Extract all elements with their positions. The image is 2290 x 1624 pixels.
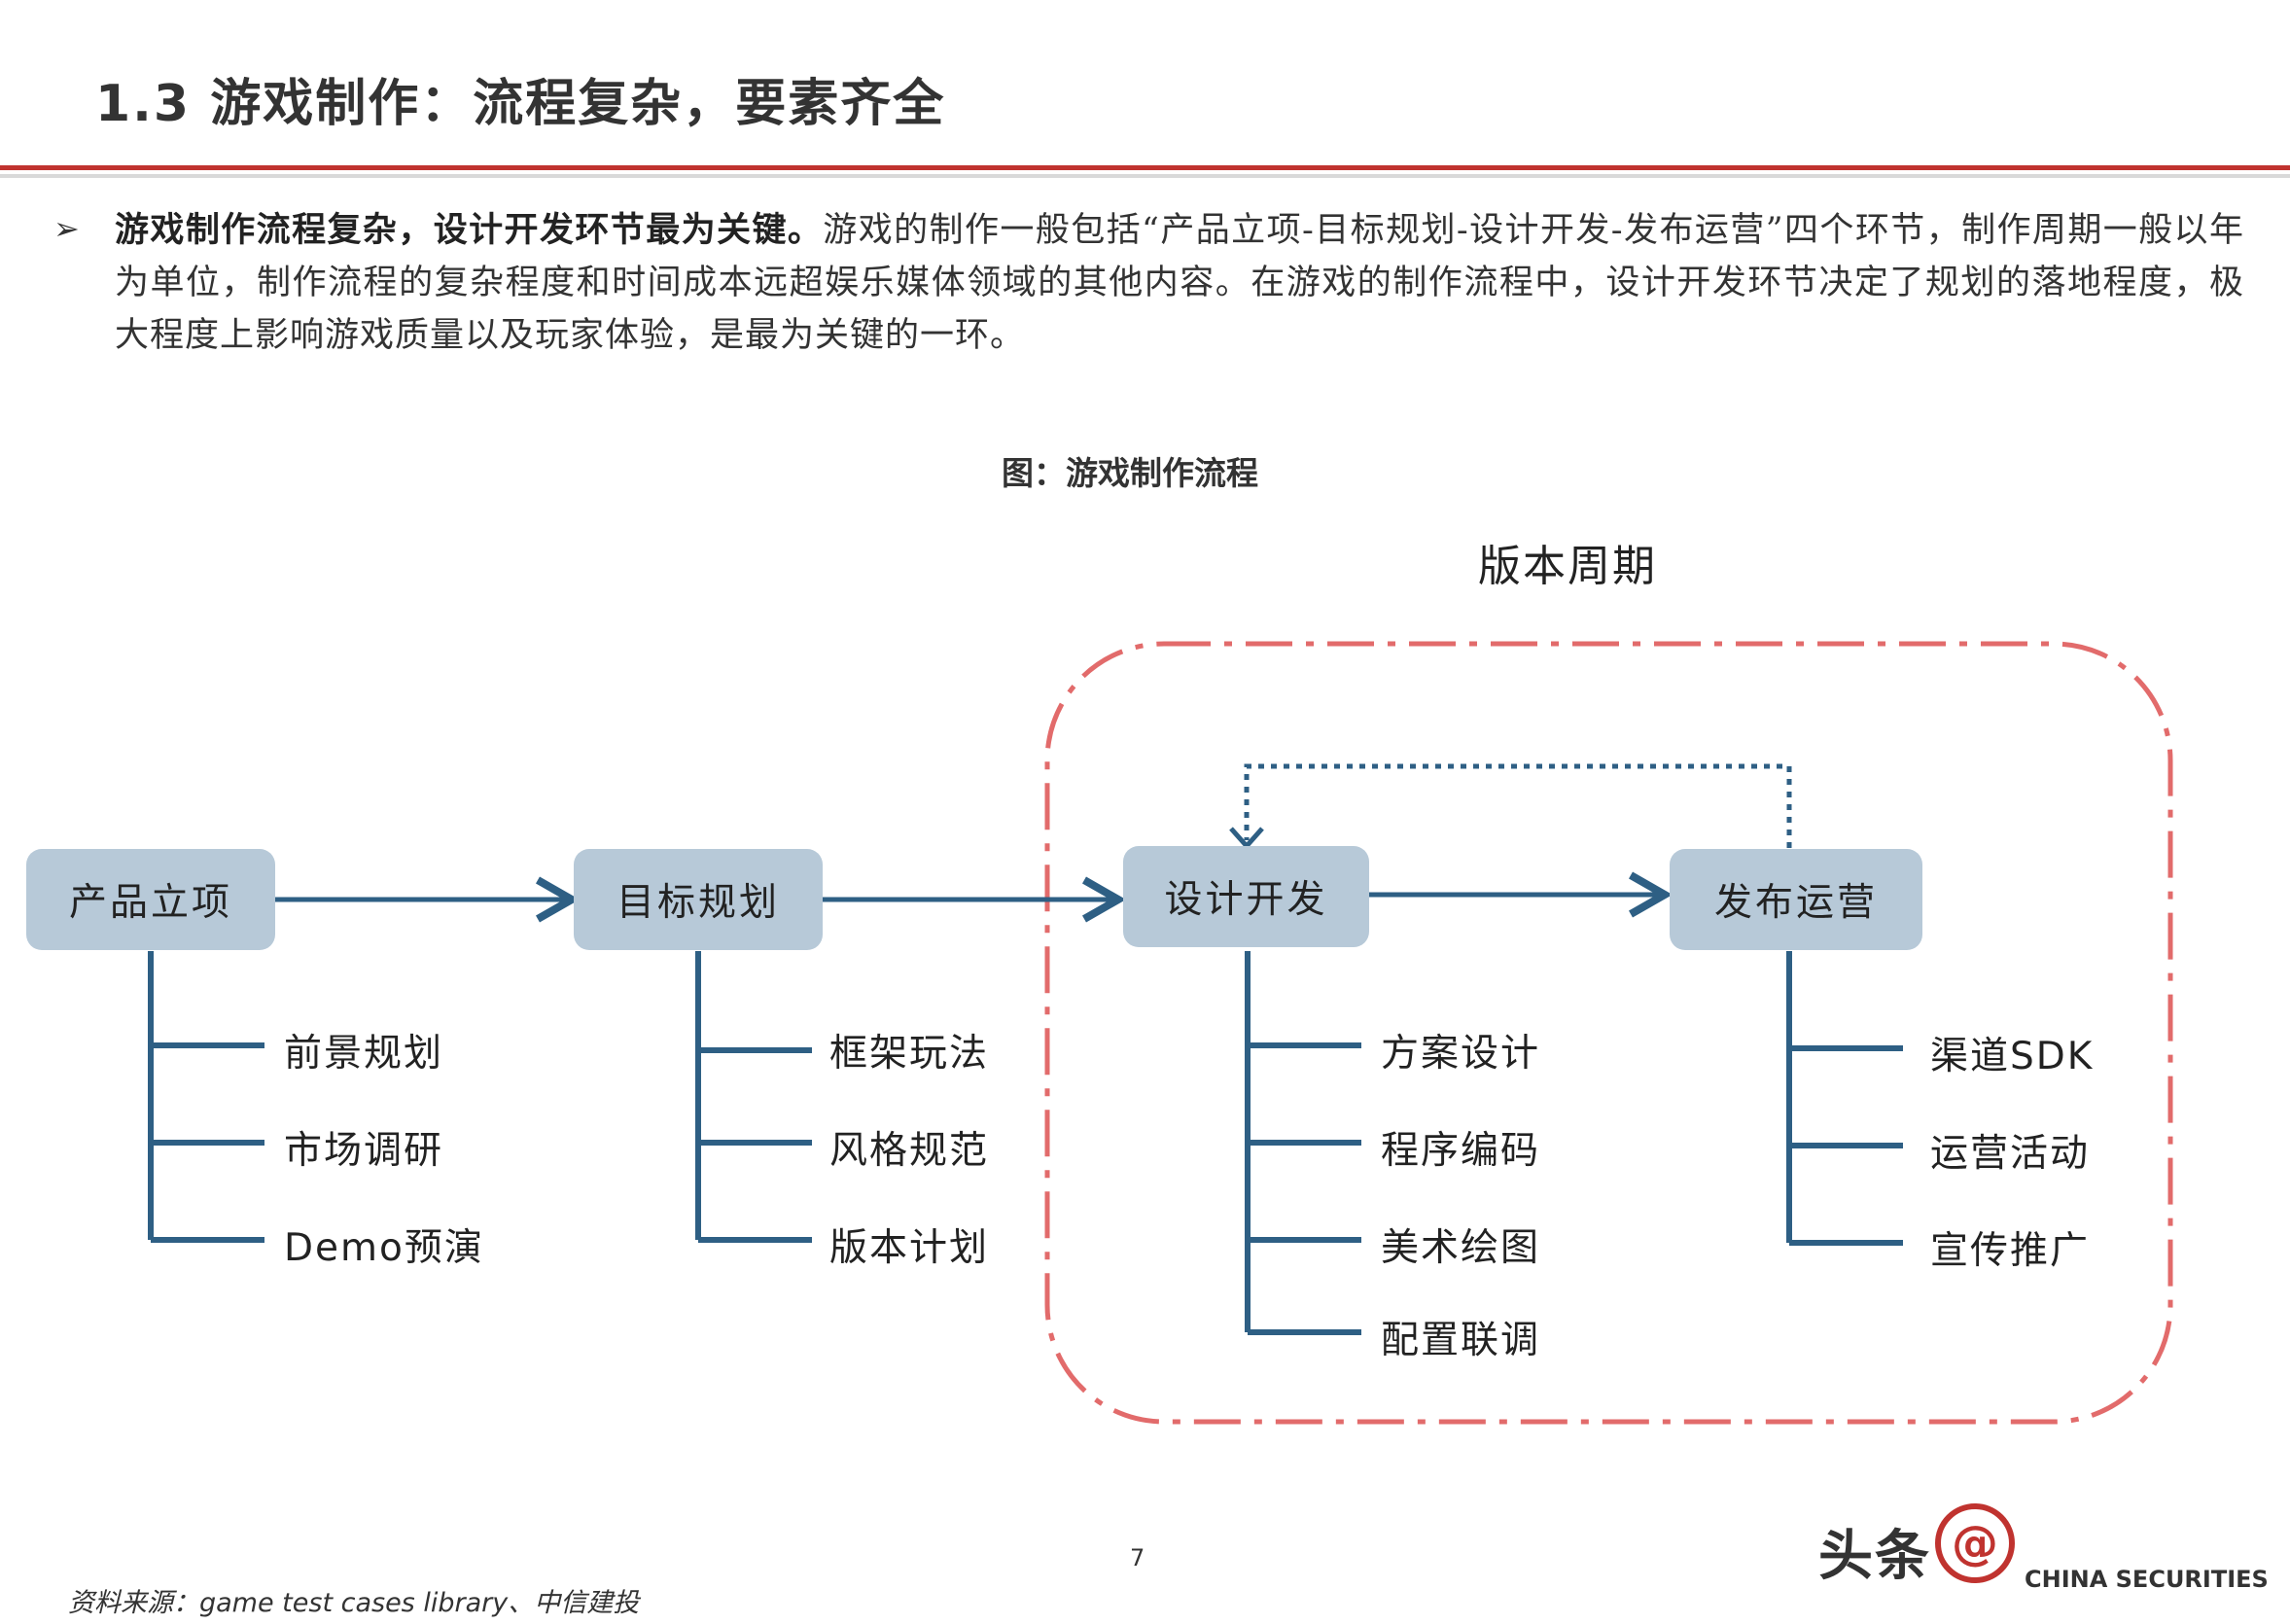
stage-node-product-initiation: 产品立项	[26, 849, 275, 950]
sub-item: 风格规范	[829, 1129, 990, 1173]
watermark-at-icon: @	[1935, 1503, 2015, 1583]
sub-item: 前景规划	[284, 1032, 444, 1076]
sub-item: 市场调研	[284, 1129, 444, 1173]
stage-node-goal-planning: 目标规划	[574, 849, 823, 950]
title-divider-shadow	[0, 174, 2290, 178]
sub-item: 程序编码	[1381, 1129, 1541, 1173]
watermark-text: 头条	[1818, 1525, 1931, 1588]
sub-item: Demo预演	[284, 1226, 484, 1270]
watermark-subtext: CHINA SECURITIES	[2025, 1566, 2269, 1593]
branch-stage-3	[1245, 951, 1361, 1335]
figure-caption: 图：游戏制作流程	[1002, 454, 1258, 492]
page-title: 1.3 游戏制作：流程复杂，要素齐全	[95, 75, 946, 133]
source-note: 资料来源：game test cases library、中信建投	[68, 1588, 640, 1618]
sub-item: 方案设计	[1381, 1032, 1541, 1076]
title-divider	[0, 165, 2290, 170]
feedback-loop-arrow	[1244, 763, 1792, 848]
sub-item: 宣传推广	[1930, 1229, 2091, 1273]
stage-node-design-development: 设计开发	[1123, 846, 1369, 947]
branch-stage-4	[1786, 951, 1903, 1246]
sub-item: 美术绘图	[1381, 1226, 1541, 1270]
version-cycle-label: 版本周期	[1478, 542, 1657, 591]
bullet-arrow-icon: ➢	[53, 210, 80, 247]
version-cycle-border	[1044, 641, 2173, 1425]
body-paragraph-text: 游戏的制作一般包括“产品立项-目标规划-设计开发-发布运营”四个环节，制作周期一…	[115, 211, 2244, 355]
body-paragraph-lead: 游戏制作流程复杂，设计开发环节最为关键。	[115, 211, 824, 250]
branch-stage-1	[148, 951, 264, 1243]
sub-item: 版本计划	[829, 1226, 990, 1270]
branch-stage-2	[695, 951, 812, 1243]
body-paragraph: 游戏制作流程复杂，设计开发环节最为关键。游戏的制作一般包括“产品立项-目标规划-…	[115, 204, 2244, 362]
sub-item: 渠道SDK	[1930, 1035, 2095, 1078]
page-number: 7	[1130, 1544, 1145, 1571]
sub-item: 配置联调	[1381, 1319, 1541, 1362]
sub-item: 运营活动	[1930, 1132, 2091, 1176]
stage-node-release-operation: 发布运营	[1670, 849, 1922, 950]
sub-item: 框架玩法	[829, 1032, 990, 1076]
